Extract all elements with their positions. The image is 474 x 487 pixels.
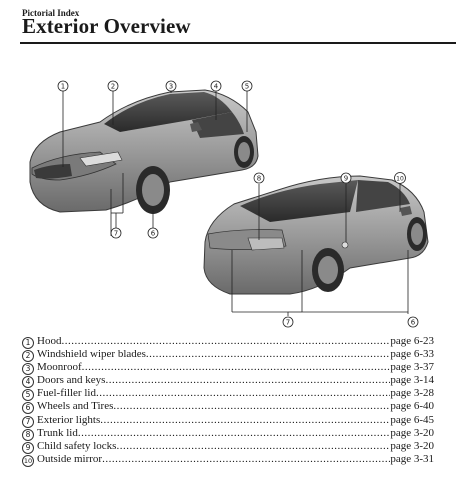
index-item-wiper-blades[interactable]: 2 Windshield wiper blades page 6-33 [22,348,434,363]
item-number: 9 [22,441,34,454]
page-reference-link[interactable]: page 6-23 [390,335,434,347]
item-number: 2 [22,350,34,363]
item-label: Fuel-filler lid [37,387,96,400]
dot-leader [146,348,390,361]
callout-rear-8: 8 [253,172,265,184]
index-item-child-safety-locks[interactable]: 9 Child safety locks page 3-20 [22,439,434,454]
index-item-wheels-tires[interactable]: 6 Wheels and Tires page 6-40 [22,400,434,415]
callout-rear-7: 7 [282,316,294,328]
callout-front-1: 1 [57,80,69,92]
svg-text:3: 3 [169,83,173,91]
dot-leader [100,414,390,427]
callout-front-6: 6 [147,227,159,239]
page-reference-link[interactable]: page 3-31 [390,452,434,465]
dot-leader [105,374,390,387]
item-number: 4 [22,376,34,389]
svg-text:6: 6 [411,319,416,327]
callout-rear-10: 10 [394,172,406,184]
dot-leader [113,400,390,413]
dot-leader [82,361,391,374]
item-label: Moonroof [37,361,82,374]
index-item-fuel-filler-lid[interactable]: 5 Fuel-filler lid page 3-28 [22,387,434,402]
page-reference-link[interactable]: page 3-14 [390,374,434,387]
index-list: 1 Hood page 6-23 2 Windshield wiper blad… [22,335,434,467]
item-label: Exterior lights [37,413,101,426]
svg-text:2: 2 [111,83,115,91]
page-title: Exterior Overview [22,14,191,38]
item-label: Trunk lid [37,426,78,439]
index-item-trunk-lid[interactable]: 8 Trunk lid page 3-20 [22,426,434,441]
callout-front-4: 4 [210,80,222,92]
item-label: Hood [37,335,62,347]
front-leaders [62,91,248,236]
svg-text:10: 10 [396,175,404,182]
item-label: Windshield wiper blades [37,348,146,361]
dot-leader [102,453,390,466]
index-item-hood[interactable]: 1 Hood page 6-23 [22,335,434,349]
page-reference-link[interactable]: page 3-20 [390,439,434,452]
item-number: 1 [22,337,34,349]
callout-rear-6: 6 [407,316,419,328]
svg-text:7: 7 [114,230,118,238]
index-item-outside-mirror[interactable]: 10 Outside mirror page 3-31 [22,452,434,467]
item-label: Outside mirror [37,452,103,465]
item-label: Wheels and Tires [37,400,114,413]
page-reference-link[interactable]: page 6-45 [390,413,434,426]
page-reference-link[interactable]: page 6-33 [390,348,434,361]
item-number: 6 [22,402,34,415]
item-label: Doors and keys [37,374,106,387]
item-number: 7 [22,415,34,428]
page-reference-link[interactable]: page 6-40 [390,400,434,413]
index-item-exterior-lights[interactable]: 7 Exterior lights page 6-45 [22,413,434,428]
dot-leader [96,387,390,400]
svg-text:8: 8 [257,175,261,183]
item-number: 3 [22,363,34,376]
svg-text:7: 7 [286,319,290,327]
callout-front-5: 5 [241,80,253,92]
svg-text:4: 4 [214,83,219,91]
rear-leaders [231,184,409,316]
item-label: Child safety locks [37,439,117,452]
callout-front-2: 2 [107,80,119,92]
callout-front-7: 7 [110,227,122,239]
front-car [29,89,259,214]
svg-text:1: 1 [61,83,65,91]
title-rule [20,42,456,44]
callout-front-3: 3 [165,80,177,92]
svg-text:6: 6 [151,230,156,238]
item-number: 10 [22,454,34,467]
index-item-moonroof[interactable]: 3 Moonroof page 3-37 [22,361,434,376]
rear-car [203,175,429,295]
page-reference-link[interactable]: page 3-37 [390,361,434,374]
page-reference-link[interactable]: page 3-20 [390,426,434,439]
dot-leader [78,427,390,440]
item-number: 5 [22,389,34,402]
car-illustration: 1 2 3 4 5 7 6 8 9 10 7 6 [29,80,429,328]
page-reference-link[interactable]: page 3-28 [390,387,434,400]
callout-rear-9: 9 [340,172,352,184]
svg-text:9: 9 [344,175,348,183]
index-item-doors-keys[interactable]: 4 Doors and keys page 3-14 [22,374,434,389]
dot-leader [61,335,390,348]
section-label: Pictorial Index [22,8,80,18]
svg-text:5: 5 [245,83,249,91]
item-number: 8 [22,428,34,441]
dot-leader [116,440,390,453]
